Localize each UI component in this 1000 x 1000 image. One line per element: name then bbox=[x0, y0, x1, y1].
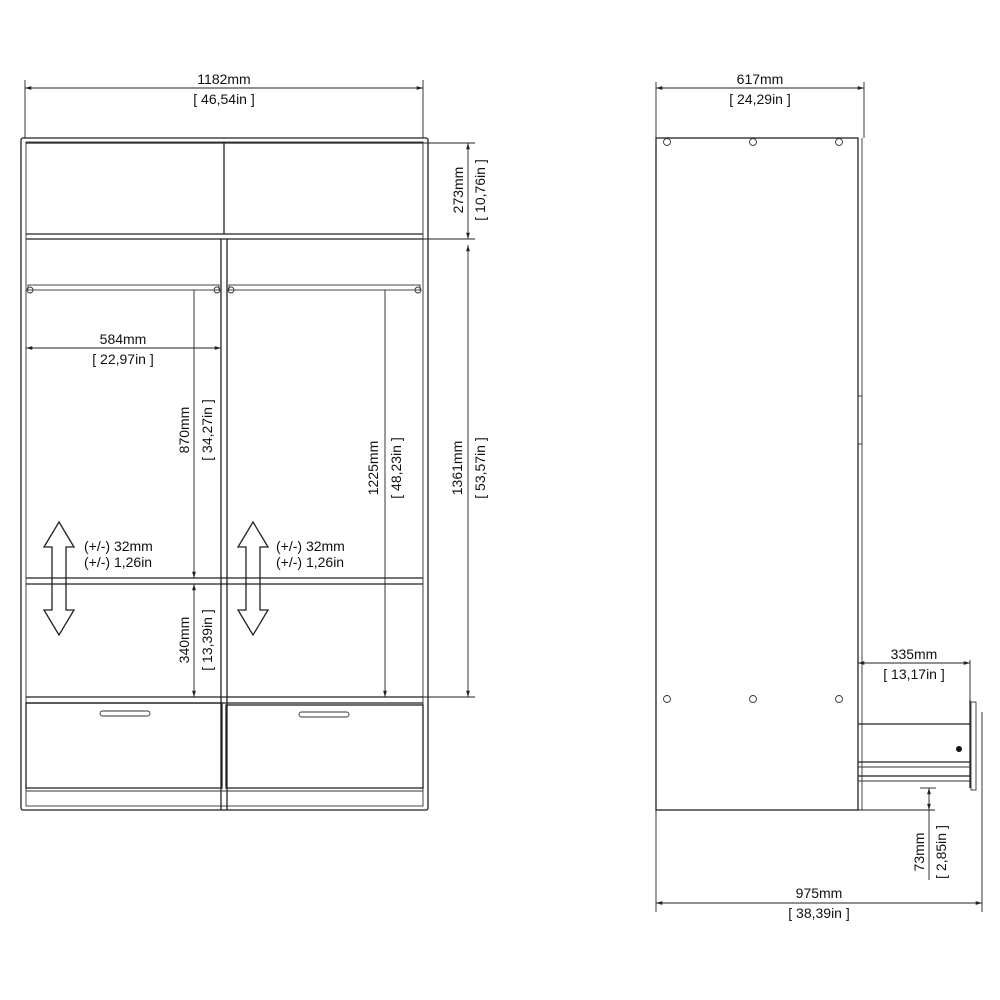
top-compartment-in: [ 10,76in ] bbox=[472, 159, 488, 221]
depth-open-mm: 975mm bbox=[796, 885, 843, 901]
rail-to-bottom-in: [ 48,23in ] bbox=[388, 437, 404, 499]
depth-open-in: [ 38,39in ] bbox=[788, 905, 850, 921]
inner-width-in: [ 22,97in ] bbox=[92, 351, 154, 367]
shelf-adjust-left-in: (+/-) 1,26in bbox=[84, 554, 152, 570]
shelf-adjust-arrow-icon bbox=[236, 520, 270, 637]
depth-mm: 617mm bbox=[737, 71, 784, 87]
top-compartment-mm: 273mm bbox=[450, 167, 466, 214]
shelf-to-bottom-mm: 340mm bbox=[176, 617, 192, 664]
drawer-handle bbox=[298, 711, 350, 718]
drawer-left bbox=[25, 702, 223, 789]
rail-to-shelf-in: [ 34,27in ] bbox=[199, 399, 215, 461]
inner-width-mm: 584mm bbox=[100, 331, 147, 347]
body-height-in: [ 53,57in ] bbox=[472, 437, 488, 499]
overall-width-in: [ 46,54in ] bbox=[193, 91, 255, 107]
front-view bbox=[20, 80, 475, 811]
shelf-to-bottom-in: [ 13,39in ] bbox=[199, 609, 215, 671]
rail-to-shelf-mm: 870mm bbox=[176, 407, 192, 454]
drawer-extension-in: [ 13,17in ] bbox=[883, 666, 945, 682]
drawer-floor-mm: 73mm bbox=[911, 833, 927, 872]
drawer-floor-in: [ 2,85in ] bbox=[933, 825, 949, 879]
rail-to-bottom-mm: 1225mm bbox=[365, 441, 381, 495]
shelf-adjust-right-mm: (+/-) 32mm bbox=[276, 538, 345, 554]
drawer-extension-mm: 335mm bbox=[891, 646, 938, 662]
drawer-handle bbox=[99, 710, 151, 717]
shelf-adjust-right-in: (+/-) 1,26in bbox=[276, 554, 344, 570]
shelf-adjust-left-mm: (+/-) 32mm bbox=[84, 538, 153, 554]
side-view bbox=[655, 82, 983, 912]
drawer-right bbox=[225, 704, 424, 789]
body-height-mm: 1361mm bbox=[449, 441, 465, 495]
overall-width-mm: 1182mm bbox=[197, 71, 250, 87]
depth-in: [ 24,29in ] bbox=[729, 91, 791, 107]
shelf-adjust-arrow-icon bbox=[42, 520, 76, 637]
